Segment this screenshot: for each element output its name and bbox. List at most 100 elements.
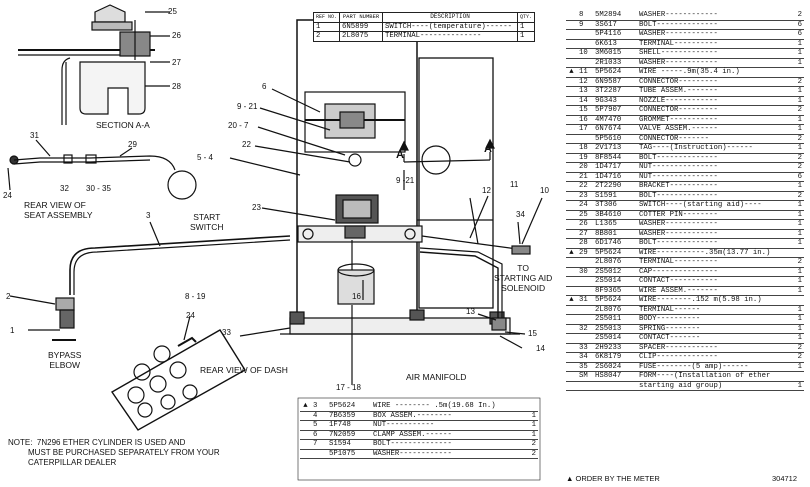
part-cell: 6N9587 (593, 77, 637, 87)
mark-cell (566, 181, 577, 192)
part-cell: 2S5014 (593, 276, 637, 287)
desc-cell: COTTER PIN-------- (637, 210, 790, 220)
callout-24: 24 (3, 191, 12, 200)
mark-cell (566, 314, 577, 325)
qty-cell: 1 (790, 210, 804, 220)
part-cell: 2T2290 (593, 181, 637, 192)
qty-cell: 2 (790, 162, 804, 173)
part-cell: 6K8179 (593, 352, 637, 363)
qty-cell: 1 (524, 411, 538, 421)
start-switch-label: START SWITCH (190, 212, 224, 232)
part-cell: 5P4116 (593, 29, 637, 40)
table-row: 1 6N5899 SWITCH----(temperature)------ 1 (312, 21, 536, 32)
qty-cell (790, 248, 804, 258)
ref-cell: SM (577, 371, 593, 382)
desc-cell: CONNECTOR--------- (637, 105, 790, 116)
qty-cell: 1 (790, 48, 804, 59)
part-cell: 6N5899 (339, 21, 384, 32)
ref-cell (577, 257, 593, 268)
qty-cell: 1 (790, 238, 804, 249)
part-cell: 8F8544 (593, 153, 637, 163)
qty-cell: 1 (790, 96, 804, 106)
qty-cell: 1 (790, 305, 804, 315)
mark-cell (566, 86, 577, 97)
mark-cell (566, 352, 577, 363)
ref-cell: 21 (577, 172, 593, 182)
callout-3: 3 (146, 211, 151, 220)
ref-cell (577, 381, 593, 391)
top-table-header: REF NO. PART NUMBER DESCRIPTION QTY. (312, 12, 536, 23)
part-cell: 3M6015 (593, 48, 637, 59)
part-cell: 5P5610 (593, 134, 637, 144)
qty-cell: 2 (524, 439, 538, 450)
qty-cell: 1 (790, 58, 804, 68)
desc-cell: FUSE--------(5 amp)------ (637, 362, 790, 372)
part-cell: 4M7470 (593, 115, 637, 125)
mark-cell: ▲ (566, 295, 577, 306)
desc-cell: WASHER------------ (371, 449, 524, 459)
qty-cell: 1 (790, 143, 804, 154)
mark-cell (566, 238, 577, 249)
mark-cell (300, 411, 311, 421)
table-row: 2 2L8075 TERMINAL-------------- 1 (312, 31, 536, 42)
callout-30-35: 30 - 35 (86, 184, 111, 193)
desc-cell: VALVE ASSEM.------ (637, 124, 790, 135)
table-row: 2S5014 CONTACT-------1 (566, 333, 804, 344)
ref-cell (577, 29, 593, 40)
part-cell: 7N2059 (327, 430, 371, 440)
ref-cell: 8 (577, 11, 593, 21)
part-cell: 3T2287 (593, 86, 637, 97)
header-description: DESCRIPTION (382, 12, 519, 23)
desc-cell: BOLT-------------- (637, 191, 790, 201)
bypass-elbow-label: BYPASS ELBOW (48, 350, 82, 370)
header-part: PART NUMBER (339, 12, 384, 23)
part-cell: 1F748 (327, 420, 371, 431)
desc-cell: BODY---------- (637, 314, 790, 325)
section-mark-a-right: A (484, 143, 492, 155)
part-cell: S1591 (593, 191, 637, 201)
mark-cell (566, 381, 577, 391)
mark-cell (566, 362, 577, 372)
desc-cell: BOLT-------------- (637, 238, 790, 249)
mark-cell (300, 420, 311, 431)
ref-cell: 19 (577, 153, 593, 163)
qty-cell: 2 (790, 134, 804, 144)
part-cell: 9G343 (593, 96, 637, 106)
ref-cell: 5 (311, 420, 327, 431)
mark-cell (566, 210, 577, 220)
qty-cell: 2 (790, 153, 804, 163)
rear-view-seat-label: REAR VIEW OF SEAT ASSEMBLY (24, 200, 93, 220)
qty-cell: 1 (790, 276, 804, 287)
ref-cell: 22 (577, 181, 593, 192)
ref-cell: 24 (577, 200, 593, 211)
mark-cell (566, 333, 577, 344)
ref-cell (577, 333, 593, 344)
ref-cell: 30 (577, 267, 593, 277)
ref-cell: 16 (577, 115, 593, 125)
callout-27: 27 (172, 58, 181, 67)
qty-cell: 1 (524, 430, 538, 440)
part-cell: 2H9233 (593, 343, 637, 353)
section-a-a-label: SECTION A-A (96, 120, 150, 130)
mark-cell (300, 439, 311, 450)
qty-cell: 1 (524, 420, 538, 431)
ref-cell: 20 (577, 162, 593, 173)
callout-11: 11 (510, 180, 519, 189)
callout-9-21b: 9 -21 (396, 176, 415, 185)
